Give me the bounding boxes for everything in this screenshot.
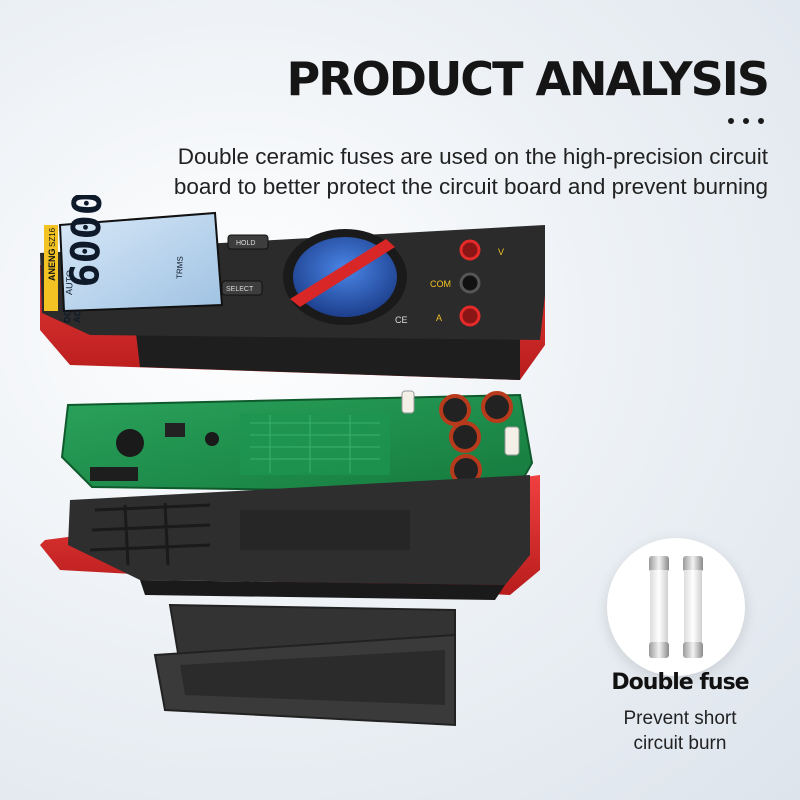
bottom-case-edge bbox=[140, 580, 505, 600]
pcb-connector bbox=[90, 467, 138, 481]
fuse-callout-subtitle: Prevent short circuit burn bbox=[595, 706, 765, 756]
dot bbox=[728, 118, 734, 124]
lcd-label-trms: TRMS bbox=[175, 256, 185, 279]
lcd-screen bbox=[58, 211, 224, 313]
pcb-coil bbox=[439, 394, 471, 426]
bottom-case-ribs bbox=[89, 502, 211, 566]
meter-bottom-case bbox=[40, 475, 540, 600]
input-jack-v[interactable] bbox=[459, 239, 481, 261]
double-fuse-icon bbox=[649, 556, 703, 658]
fuse-left bbox=[649, 556, 669, 658]
input-jack-a[interactable] bbox=[459, 305, 481, 327]
jack-label-a: A bbox=[436, 313, 442, 323]
brand-label: ANENG bbox=[47, 248, 57, 281]
pcb-traces bbox=[250, 415, 380, 473]
pcb-coil bbox=[481, 391, 513, 423]
dot bbox=[758, 118, 764, 124]
hold-button-label: HOLD bbox=[236, 240, 255, 247]
select-button[interactable] bbox=[221, 280, 263, 296]
hold-button[interactable] bbox=[227, 234, 269, 250]
dial-knob[interactable] bbox=[290, 239, 395, 307]
jack-label-v: V bbox=[498, 247, 504, 257]
lcd-label-ac: AC bbox=[72, 309, 82, 323]
fuse-right bbox=[683, 556, 703, 658]
page-title: PRODUCT ANALYSIS bbox=[286, 52, 770, 106]
circuit-board bbox=[60, 390, 534, 495]
jack-label-com: COM bbox=[430, 279, 451, 289]
pcb-buzzer bbox=[116, 429, 144, 457]
lcd-reading: 6000 bbox=[62, 195, 111, 288]
fuse-callout-subtitle-line: Prevent short bbox=[623, 708, 737, 729]
description-text: Double ceramic fuses are used on the hig… bbox=[173, 144, 768, 199]
decorative-dots bbox=[728, 118, 764, 124]
input-jack-com[interactable] bbox=[459, 272, 481, 294]
pcb-ceramic-fuse bbox=[401, 390, 415, 414]
battery-cover bbox=[153, 603, 456, 727]
pcb-ceramic-fuse bbox=[504, 426, 520, 456]
pcb-chip bbox=[165, 423, 185, 437]
lcd-label-dc: DC bbox=[62, 309, 72, 323]
pcb-coil bbox=[449, 421, 481, 453]
fuse-callout-subtitle-line: circuit burn bbox=[633, 733, 727, 754]
select-button-label: SELECT bbox=[226, 286, 254, 293]
ce-mark: CE bbox=[395, 315, 408, 325]
fuse-callout-circle bbox=[607, 538, 745, 676]
pcb-trace-area bbox=[240, 413, 390, 475]
multimeter-exploded-illustration: 6000 AUTO DC AC TRMS ANENG SZ16 HOLD SEL… bbox=[40, 195, 545, 727]
meter-top-unit: 6000 AUTO DC AC TRMS ANENG SZ16 HOLD SEL… bbox=[40, 195, 545, 380]
model-label: SZ16 bbox=[48, 227, 57, 247]
brand-strip bbox=[44, 225, 58, 311]
dot bbox=[743, 118, 749, 124]
pcb-capacitor bbox=[205, 432, 219, 446]
fuse-callout-title: Double fuse bbox=[611, 670, 749, 695]
kickstand-inset bbox=[180, 650, 445, 705]
lcd-label-auto: AUTO bbox=[64, 270, 75, 295]
battery-compartment bbox=[240, 510, 410, 550]
